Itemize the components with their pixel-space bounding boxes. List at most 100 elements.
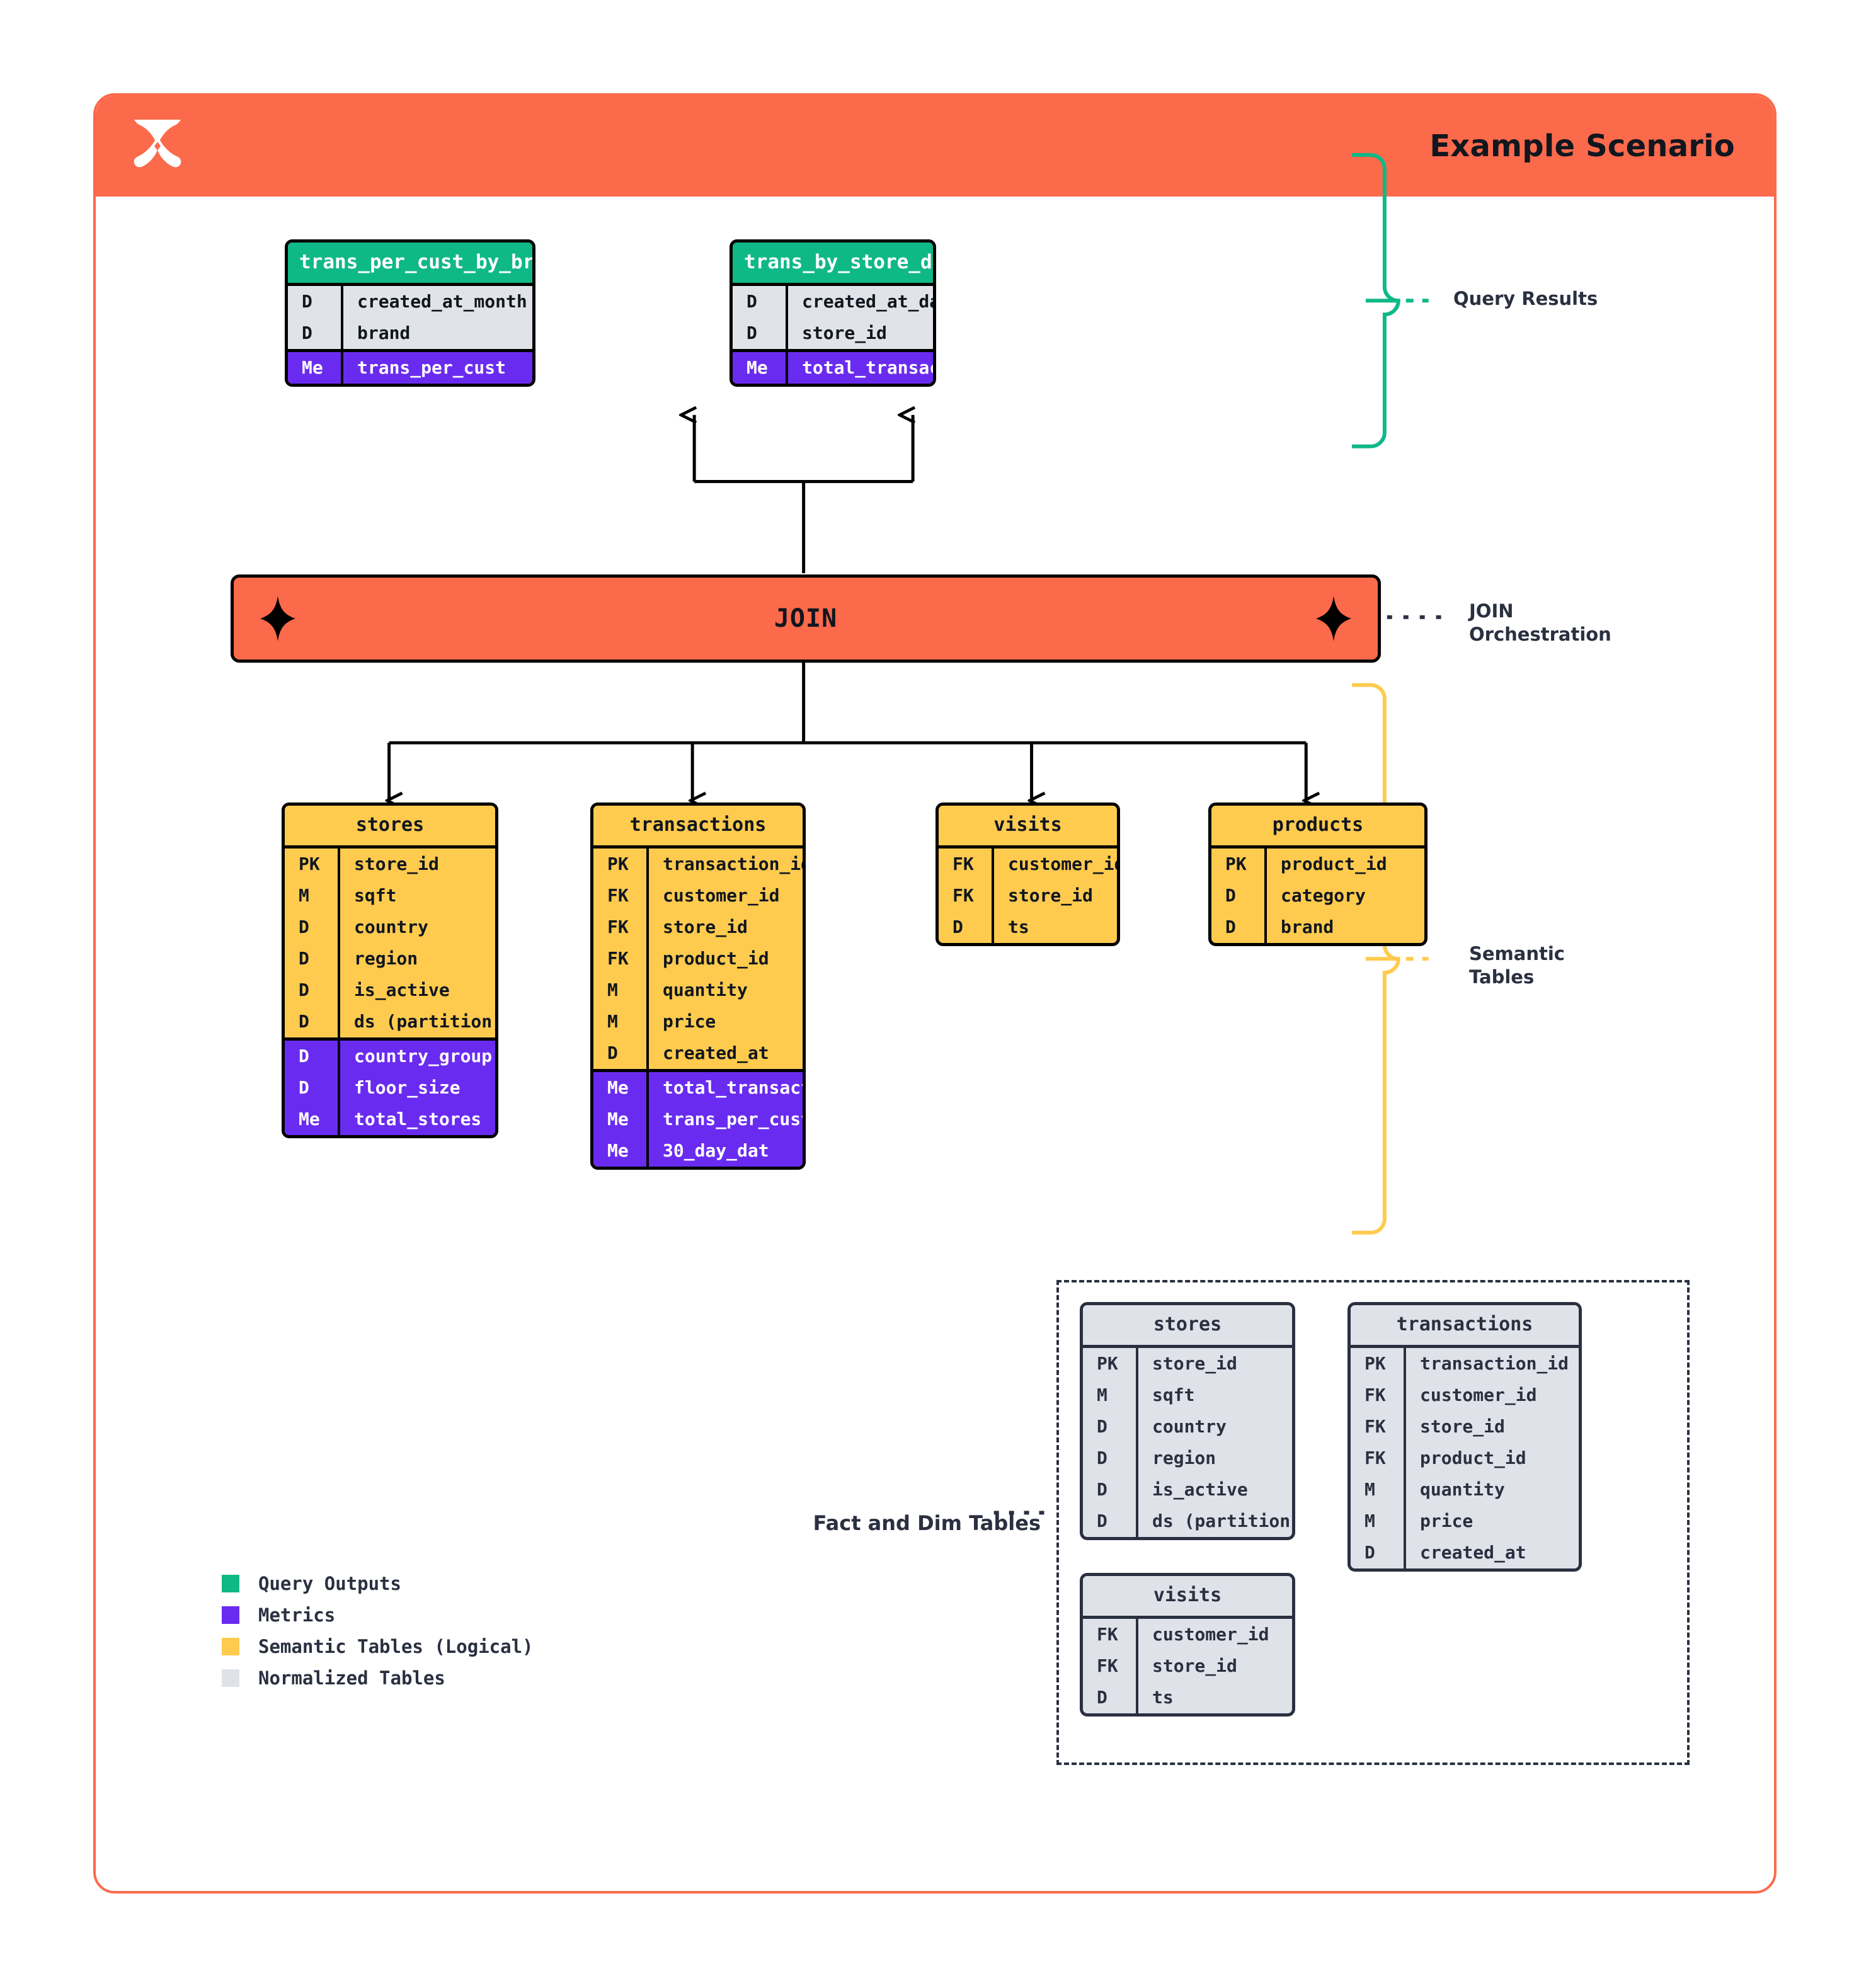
field-name: ds (partition) <box>354 1010 498 1032</box>
field-name: brand <box>357 322 411 343</box>
query-result-table-trans-by-store-day[interactable]: trans_by_store_day D created_at_day D st… <box>730 239 936 387</box>
field-name: country_group <box>354 1045 493 1066</box>
field-name: category <box>1281 884 1366 906</box>
field-name: quantity <box>1420 1478 1505 1500</box>
table-row: D brand <box>288 317 532 349</box>
field-key: FK <box>607 947 629 969</box>
sparkle-icon <box>260 596 295 641</box>
field-key: Me <box>299 1108 320 1129</box>
field-key: D <box>1225 884 1236 906</box>
field-name: customer_id <box>663 884 780 906</box>
field-name: store_id <box>663 916 748 937</box>
field-key: D <box>747 322 757 343</box>
field-key: M <box>1365 1510 1375 1531</box>
table-title: visits <box>939 806 1117 848</box>
legend-label: Normalized Tables <box>258 1667 445 1689</box>
legend-item-normalized-tables: Normalized Tables <box>222 1667 534 1689</box>
field-key: M <box>1365 1478 1375 1500</box>
dimension-group: D created_at_day D store_id <box>733 285 933 349</box>
field-name: ts <box>1152 1686 1174 1708</box>
field-key: D <box>299 1077 309 1098</box>
table-title: transactions <box>593 806 803 848</box>
query-result-table-trans-per-cust-by-brand-month[interactable]: trans_per_cust_by_brand_month D created_… <box>285 239 535 387</box>
legend-swatch-metrics <box>222 1606 239 1624</box>
field-key: D <box>1097 1478 1107 1500</box>
field-name: ds (partition) <box>1152 1510 1295 1531</box>
column-divider <box>1136 1618 1138 1713</box>
annotation-label-line2: Orchestration <box>1469 624 1611 646</box>
sparkle-icon <box>1316 596 1351 641</box>
field-name: is_active <box>1152 1478 1248 1500</box>
fact-and-dim-tables-container <box>1056 1280 1690 1765</box>
table-row: D created_at_month <box>288 286 532 317</box>
field-key: D <box>302 290 312 312</box>
field-key: D <box>1097 1415 1107 1437</box>
column-divider <box>338 848 340 1135</box>
field-name: ts <box>1008 916 1029 937</box>
annotation-query-results: Query Results <box>1453 287 1598 311</box>
table-row: PK store_id <box>285 848 495 880</box>
field-key: PK <box>607 853 629 874</box>
field-key: D <box>607 1042 618 1063</box>
table-row: Me trans_per_cust <box>288 352 532 384</box>
annotation-join-orchestration: JOIN Orchestration <box>1469 600 1611 646</box>
join-orchestration-bar[interactable]: JOIN <box>231 574 1381 663</box>
table-row: D created_at_day <box>733 286 933 317</box>
field-name: region <box>354 947 418 969</box>
legend-label: Semantic Tables (Logical) <box>258 1636 534 1657</box>
field-name: customer_id <box>1420 1384 1537 1405</box>
field-key: FK <box>953 884 974 906</box>
metric-group: Me trans_per_cust <box>288 348 532 384</box>
table-title: transactions <box>1351 1305 1579 1348</box>
table-row: Me total_transactions <box>593 1072 803 1104</box>
field-name: store_id <box>354 853 439 874</box>
field-key: Me <box>607 1077 629 1098</box>
field-name: total_transactions <box>663 1077 803 1098</box>
table-title: products <box>1211 806 1424 848</box>
legend-swatch-query-outputs <box>222 1575 239 1592</box>
field-name: transaction_id <box>663 853 806 874</box>
field-key: D <box>1365 1541 1375 1563</box>
field-name: country <box>1152 1415 1227 1437</box>
legend: Query Outputs Metrics Semantic Tables (L… <box>222 1573 534 1699</box>
legend-item-metrics: Metrics <box>222 1604 534 1626</box>
field-key: D <box>299 1010 309 1032</box>
field-name: trans_per_cust <box>663 1108 806 1129</box>
field-key: PK <box>1365 1352 1386 1374</box>
field-name: brand <box>1281 916 1334 937</box>
field-name: store_id <box>1008 884 1093 906</box>
annotation-label-line1: JOIN <box>1469 600 1514 622</box>
field-key: PK <box>299 853 320 874</box>
table-title: trans_by_store_day <box>733 243 933 286</box>
metric-group: Me total_transactions Me trans_per_cust Me… <box>593 1068 806 1167</box>
